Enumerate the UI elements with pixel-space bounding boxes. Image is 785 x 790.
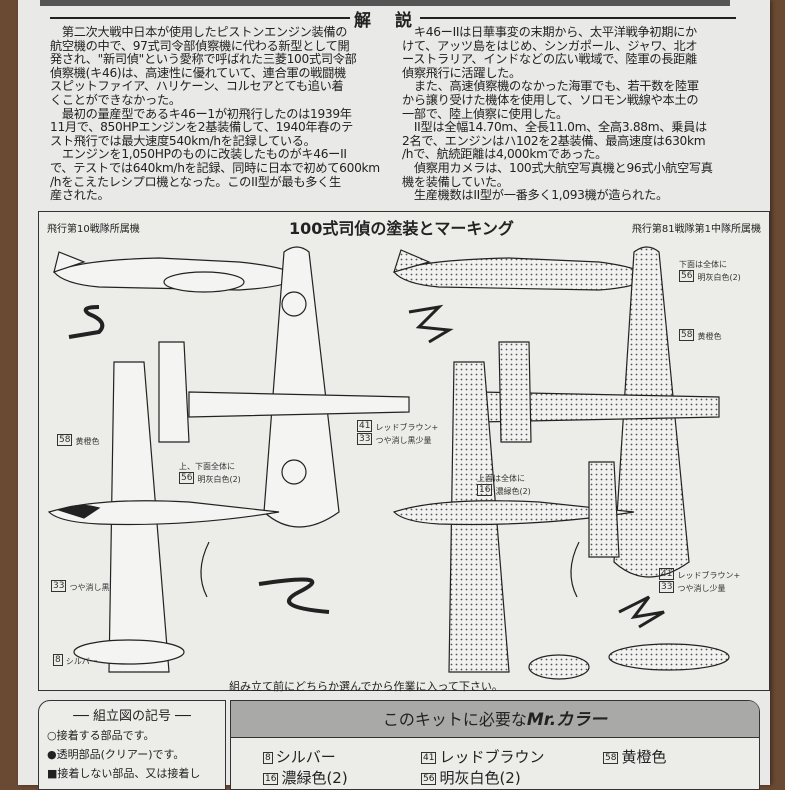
painting-marking-panel: 飛行第10戦隊所属機 100式司偵の塗装とマーキング 飛行第81戦隊第1中隊所属… xyxy=(38,211,770,693)
arrow-left xyxy=(200,541,210,598)
description-right-column: キ46ーIIは日華事変の末期から、太平洋戦争初期にかけて、アッツ島をはじめ、シン… xyxy=(402,25,713,203)
aircraft-top-view-right-2 xyxy=(392,341,730,680)
right-unit-label: 飛行第81戦隊第1中隊所属機 xyxy=(631,224,761,235)
text-line: 最初の量産型であるキ46ー1が初飛行したのは1939年 xyxy=(50,106,352,121)
legend-item: ■接着しない部品、又は接着し xyxy=(47,767,201,780)
text-line: スピットファイア、ハリケーン、コルセアとても追い着 xyxy=(50,79,344,94)
text-line: 2名で、エンジンはハ102を2基装備、最高速度は630km xyxy=(402,133,706,148)
text-line: スト飛行では最大速度540km/hを記録している。 xyxy=(50,133,316,148)
text-line: 11月で、850HPエンジンを2基装備して、1940年春のテ xyxy=(50,120,353,135)
mr-color-logo: Mr.カラー xyxy=(526,710,608,730)
text-line: /hで、航続距離は4,000kmであった。 xyxy=(402,147,607,162)
aircraft-side-view-right-top xyxy=(393,249,650,291)
text-line: 航空機の中で、97式司令部偵察機に代わる新型として開 xyxy=(50,38,350,53)
text-line: 発され、"新司偵"という愛称で呼ばれた三菱100式司令部 xyxy=(50,52,357,67)
aircraft-top-view-left-2 xyxy=(47,341,280,673)
marking-title: 100式司偵の塗装とマーキング xyxy=(289,219,514,238)
text-line: 偵察用カメラは、100式大航空写真機と96式小航空写真 xyxy=(402,160,713,175)
text-line: II型は全幅14.70m、全長11.0m、全高3.88m、乗員は xyxy=(402,120,707,135)
text-line: くことができなかった。 xyxy=(50,92,181,107)
section-heading: 解 説 xyxy=(0,4,785,31)
lightning-marking-left-2 xyxy=(258,577,330,614)
assembly-symbols-legend: ── 組立図の記号 ── ○接着する部品です。 ●透明部品(クリアー)です。 ■… xyxy=(38,700,226,790)
header-bar xyxy=(40,0,730,6)
text-line: また、高速偵察機のなかった海軍でも、若干数を陸軍 xyxy=(402,79,699,94)
text-line: 機を装備していた。 xyxy=(402,174,509,189)
lightning-marking-right xyxy=(408,304,454,344)
text-line: 第二次大戦中日本が使用したピストンエンジン装備の xyxy=(50,25,348,39)
marking-caption: 組み立て前にどちらか選んでから作業に入って下さい。 xyxy=(229,680,503,693)
heading-char-2: 説 xyxy=(395,11,412,31)
text-line: 偵察飛行に活躍した。 xyxy=(402,65,521,80)
text-line: /hをこえたレシプロ機となった。このII型が最も多く生 xyxy=(50,174,341,189)
text-line: 産された。 xyxy=(50,188,110,203)
lightning-marking-right-2 xyxy=(618,595,665,629)
colors-header: このキットに必要なMr.カラー xyxy=(231,701,759,738)
aircraft-top-view-left xyxy=(188,246,410,528)
heading-rule-left xyxy=(50,17,350,19)
arrow-right xyxy=(570,541,580,598)
legend-item: ●透明部品(クリアー)です。 xyxy=(47,748,185,761)
description-left-column: 第二次大戦中日本が使用したピストンエンジン装備の航空機の中で、97式司令部偵察機… xyxy=(50,25,380,203)
aircraft-side-view-left-top xyxy=(53,251,300,293)
text-line: 生産機数はII型が一番多く1,093機が造られた。 xyxy=(402,188,668,203)
legend-item: ○接着する部品です。 xyxy=(47,729,155,742)
heading-char-1: 解 xyxy=(354,11,371,31)
text-line: 偵察機(キ46)は、高速性に優れていて、連合軍の戦闘機 xyxy=(50,65,346,80)
text-line: ーストラリア、インドなどの広い戦域で、陸軍の長距離 xyxy=(402,52,697,67)
legend-title: ── 組立図の記号 ── xyxy=(73,709,191,724)
aircraft-drawings xyxy=(47,246,730,680)
lightning-marking-left xyxy=(68,305,105,339)
text-line: で、テストでは640km/hを記録、同時に日本で初めて600km xyxy=(50,160,380,175)
text-line: キ46ーIIは日華事変の末期から、太平洋戦争初期にか xyxy=(402,25,697,39)
text-line: エンジンを1,050HPのものに改装したものがキ46ーII xyxy=(50,147,347,162)
left-unit-label: 飛行第10戦隊所属機 xyxy=(47,224,140,235)
aircraft-top-view-right xyxy=(478,246,720,578)
text-line: 一部で、陸上偵察に使用した。 xyxy=(402,106,568,121)
text-line: から譲り受けた機体を使用して、ソロモン戦線や本土の xyxy=(402,92,699,107)
text-line: けて、アッツ島をはじめ、シンガポール、ジャワ、北オ xyxy=(402,38,698,53)
heading-rule-right xyxy=(420,17,736,19)
